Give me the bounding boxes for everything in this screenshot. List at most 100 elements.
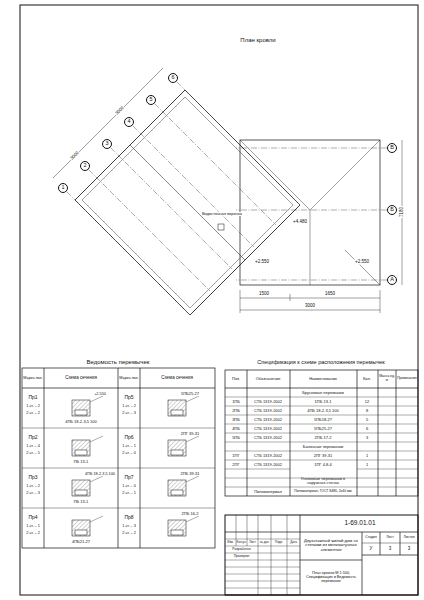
- table-row-line: [225, 415, 418, 416]
- drawing-label: Кол.уч.: [237, 541, 247, 544]
- title-row-line: [225, 546, 300, 547]
- lintel-section: [168, 520, 186, 536]
- lintel-beam: [171, 450, 183, 455]
- grid-axis-line: [177, 82, 298, 203]
- title-row-line: [225, 539, 300, 540]
- drawing-label: Обозначение: [256, 377, 281, 381]
- drawing-label: 5ПБ18-27: [314, 417, 332, 421]
- title-row-line: [225, 574, 300, 575]
- drawing-label: План кровли М 1:100, Спецификация и Ведо…: [302, 571, 360, 583]
- drawing-label: 2 эт. – 2: [122, 531, 136, 535]
- axis-bubble: 1: [58, 183, 68, 193]
- drawing-label: ПБ 13-1: [74, 500, 89, 504]
- roof-ridge: [130, 145, 245, 260]
- drawing-label: 3: [366, 435, 368, 439]
- drawing-label: СТБ 1319-2002: [254, 399, 282, 403]
- extension-line: [240, 290, 241, 313]
- drawing-label: 1ПБ 13-1: [315, 399, 332, 403]
- dimension-line: [240, 298, 380, 299]
- drawing-label: Схема сечения: [65, 376, 97, 381]
- table-row-line: [225, 406, 418, 407]
- axis-mark: 6: [171, 75, 174, 81]
- axis-mark: 1: [61, 185, 64, 191]
- drawing-label: 8: [366, 408, 368, 412]
- axis-bubble: 5: [146, 95, 156, 105]
- drawing-label: 1-69.01.01: [344, 520, 375, 527]
- drawing-label: Лист: [249, 541, 256, 544]
- leader-line: [186, 396, 199, 402]
- dimension-line: [53, 68, 163, 178]
- lintel-section: [168, 400, 186, 416]
- axis-mark: В: [390, 145, 394, 151]
- drawing-label: 3: [408, 547, 411, 552]
- leader-line: [90, 476, 103, 482]
- drawing-label: 1ПБ: [232, 399, 240, 403]
- drawing-label: № док.: [260, 541, 270, 544]
- drawing-label: Наименование: [309, 377, 337, 381]
- grid-axis-line: [236, 280, 387, 281]
- drawing-label: Уголковые перемычки в наружных стенах: [292, 477, 354, 485]
- lintel-beam: [75, 490, 87, 495]
- drawing-label: 1650: [324, 292, 336, 297]
- drawing-label: Пр4: [28, 515, 37, 520]
- drawing-label: 4ПБ 18-2-3,5 100: [84, 472, 116, 476]
- drawing-label: Брусковые перемычки: [302, 390, 344, 394]
- roof-hip: [190, 260, 245, 315]
- drawing-label: 2ПБ 17-2: [315, 435, 332, 439]
- title-row-line: [225, 553, 300, 554]
- drawing-label: 4ПБ21-27: [72, 540, 90, 544]
- roof-outline: [240, 140, 380, 285]
- drawing-label: 3000: [304, 304, 316, 309]
- drawing-label: 4ПБ 18-2-3,5 100: [307, 408, 339, 412]
- lintel-beam: [171, 530, 183, 535]
- drawing-label: СТБ 1319-2002: [254, 453, 282, 457]
- drawing-label: Проверил: [234, 555, 250, 559]
- drawing-label: Пр8: [124, 515, 133, 520]
- drawing-label: 6: [366, 426, 368, 430]
- drawing-label: 5ПБ25-27: [180, 392, 200, 396]
- title-row-line: [225, 588, 300, 589]
- leader-line: [90, 436, 103, 442]
- drawing-label: Подп.: [275, 541, 283, 544]
- drawing-label: 4ПБ 18-2-3,5 100: [65, 420, 97, 424]
- drawing-label: 1 эт. – 1: [122, 444, 136, 448]
- axis-mark: Б: [390, 207, 394, 213]
- drawing-label: 1ПГ: [232, 453, 239, 457]
- lintel-beam: [171, 410, 183, 415]
- axis-mark: 4: [127, 119, 130, 125]
- grid-axis-line: [111, 148, 232, 269]
- axis-bubble: 4: [124, 117, 134, 127]
- drawing-label: Марка поз.: [23, 376, 43, 380]
- table-row-line: [357, 469, 418, 470]
- drawing-label: 2 эт. – 5: [26, 451, 40, 455]
- lintel-beam: [75, 410, 87, 415]
- roof-hip: [345, 250, 380, 285]
- drawing-label: 1: [366, 462, 368, 466]
- drawing-label: Поз.: [232, 377, 240, 381]
- drawing-label: 1 эт. – 0: [122, 484, 136, 488]
- drawing-label: Марка поз.: [119, 376, 139, 380]
- table-row-line: [225, 469, 290, 470]
- drawing-label: +2.550: [354, 260, 370, 265]
- drawing-label: 2 эт. – 2: [26, 411, 40, 415]
- roof-valley: [310, 210, 311, 285]
- drawing-label: 2ПГ 39-31: [180, 432, 201, 436]
- drawing-label: 5ПБ25-27: [314, 426, 332, 430]
- drawing-label: 2 эт. – 3: [122, 411, 136, 415]
- grid-axis-line: [236, 210, 387, 211]
- drawing-label: Пр7: [124, 475, 133, 480]
- drawing-label: 1 эт. – 4: [26, 444, 40, 448]
- drawing-label: 2ПБ 16-2: [181, 512, 200, 516]
- drawing-label: 3ПБ: [232, 417, 240, 421]
- extension-line: [380, 290, 381, 313]
- extension-line: [290, 294, 291, 301]
- grid-axis-line: [89, 170, 210, 291]
- drawing-label: 1 эт. – 1: [26, 524, 40, 528]
- drawing-label: 1500: [258, 292, 270, 297]
- drawing-label: 5ПБ: [232, 435, 240, 439]
- leader-line: [90, 396, 103, 402]
- drawing-label: 4ПБ: [232, 426, 240, 430]
- drawing-label: 3000: [69, 150, 81, 162]
- roof-outline: [75, 90, 300, 315]
- drawing-label: 2 эт. – 2: [26, 531, 40, 535]
